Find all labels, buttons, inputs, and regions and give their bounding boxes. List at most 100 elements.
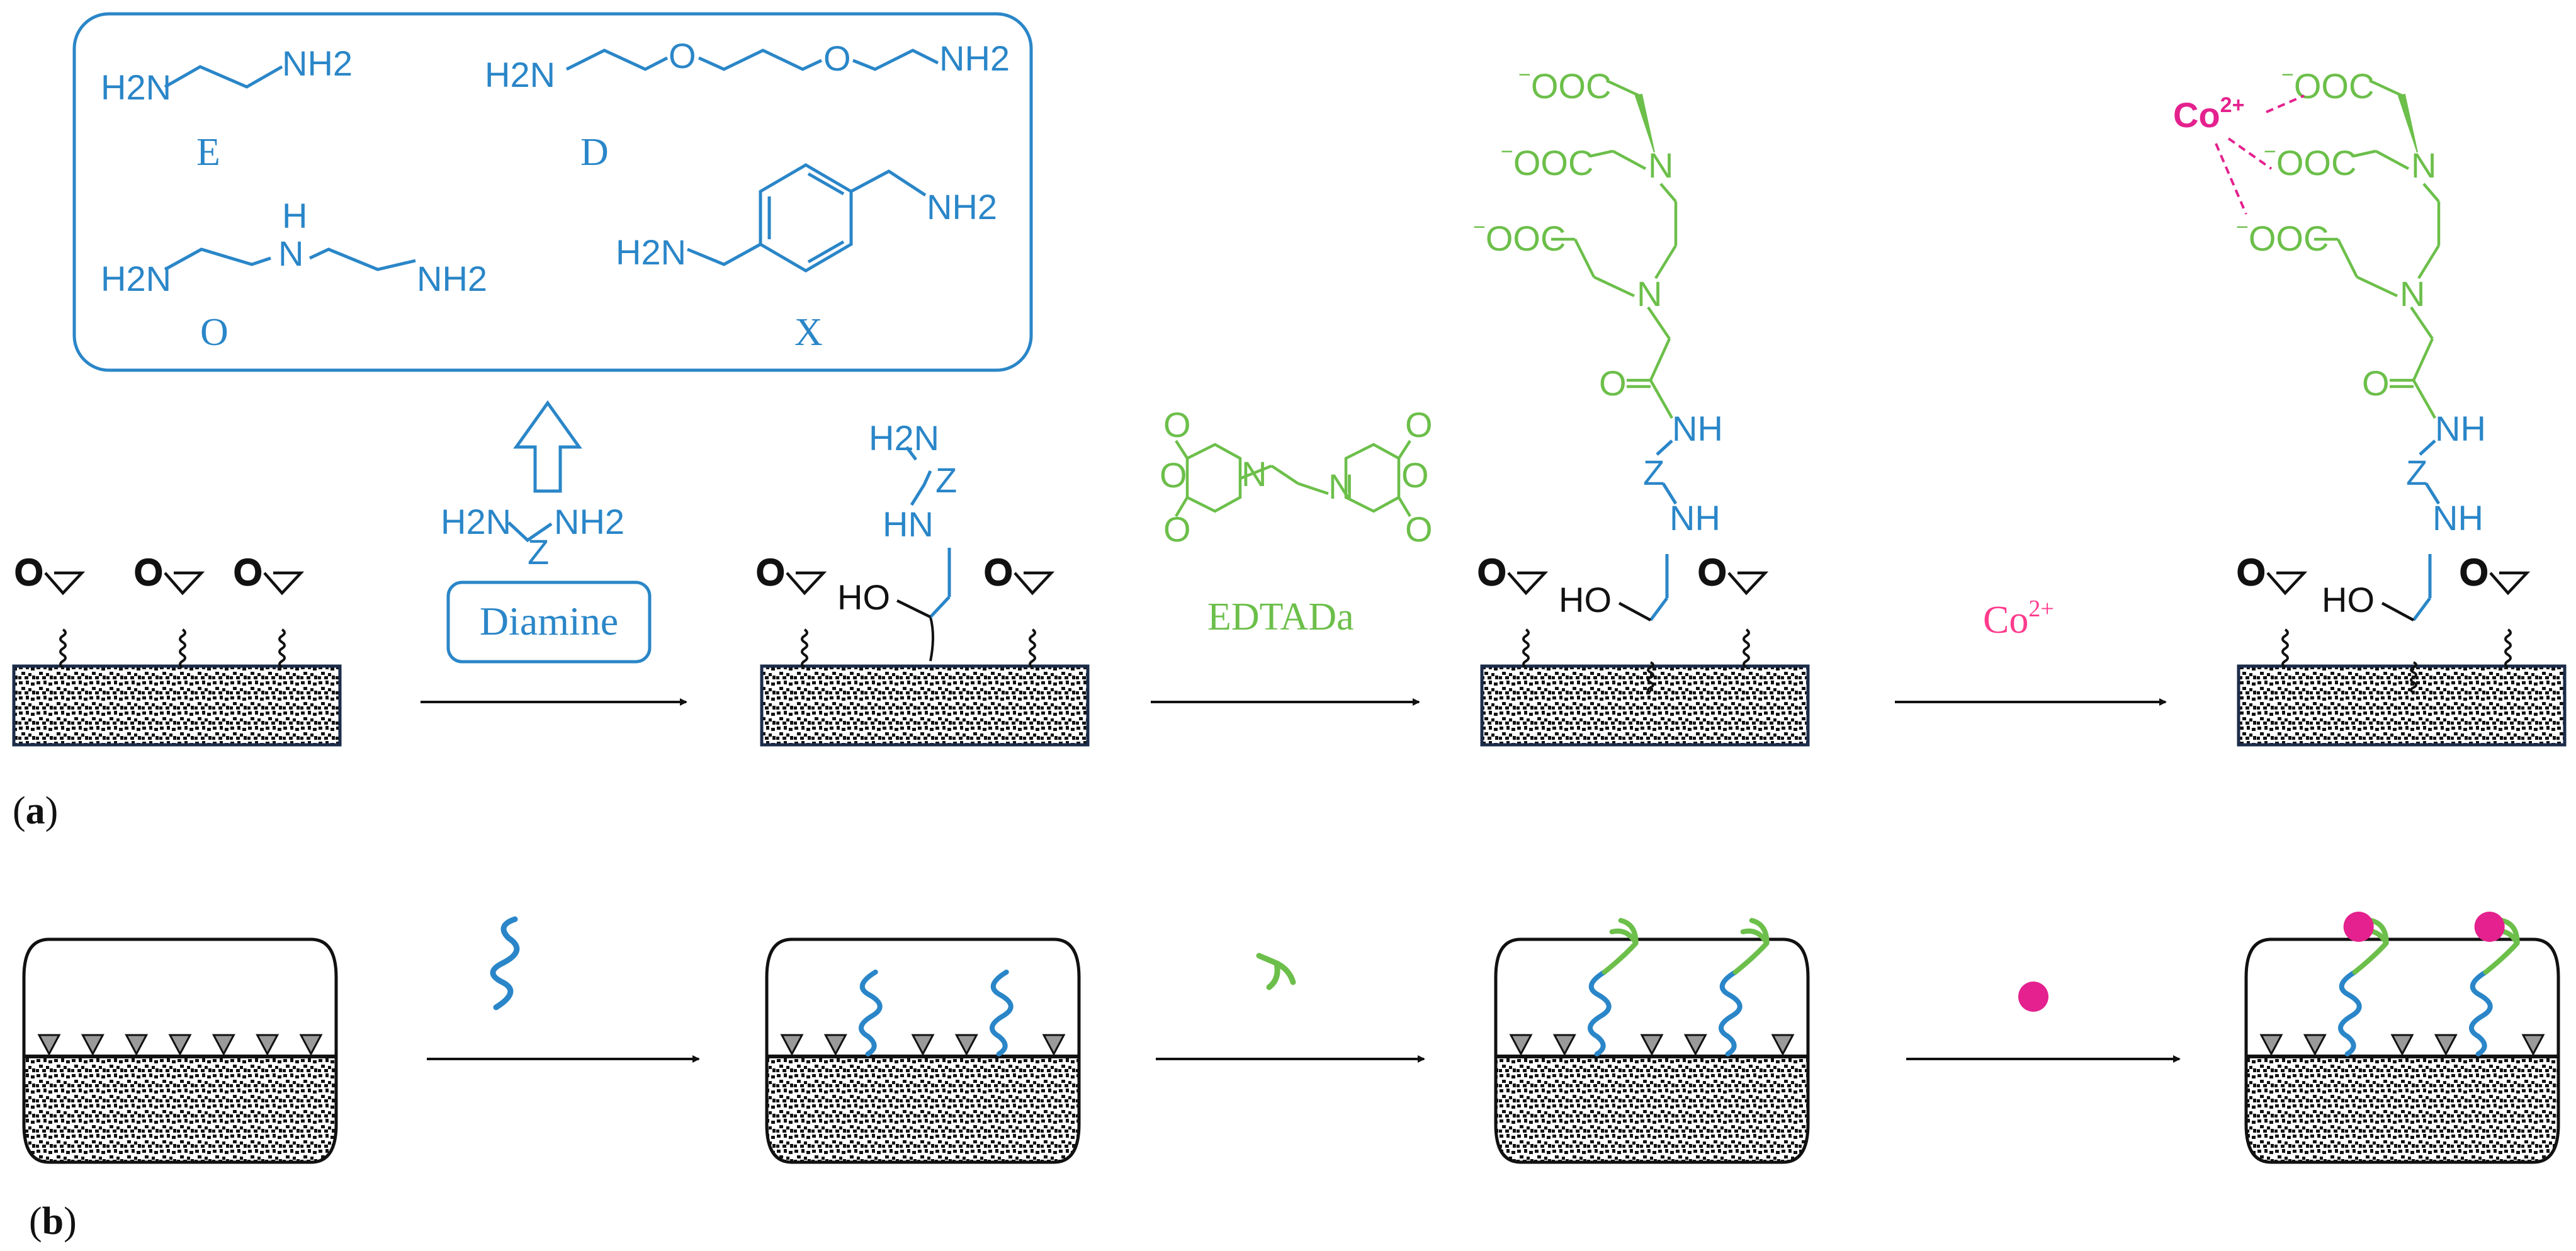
epoxide-group: O <box>2459 551 2531 669</box>
cobalt-ion-label: Co2+ <box>2173 93 2244 135</box>
spacer-chain <box>1719 970 1743 1056</box>
epoxide-group: O <box>1697 551 1769 669</box>
amide-nh: NH <box>1672 409 1723 448</box>
epoxide-site-icon <box>2303 1034 2327 1056</box>
panel-b: (b) <box>22 912 2560 1243</box>
compound-o-nh-hydrogen: H <box>282 196 307 235</box>
spacer-secondary-amine: HN <box>883 504 934 544</box>
epoxide-site-icon <box>1640 1034 1664 1056</box>
amide-nh: NH <box>2432 498 2483 538</box>
epoxide-group: O <box>14 551 86 669</box>
spacer-chain-icon <box>490 916 520 1010</box>
panel-a: H2N NH2 E H2N O O NH2 D H2N H N NH2 O <box>12 12 2567 832</box>
carboxylate: −OOC <box>2236 215 2329 258</box>
hollow-up-arrow-icon <box>513 400 582 493</box>
support-slab-3 <box>1480 664 1810 747</box>
spacer-hydroxyl: HO <box>837 577 890 617</box>
carboxylate: −OOC <box>1501 140 1593 183</box>
edtada-o2: O <box>1160 455 1187 495</box>
edta-ligand-icon <box>1256 953 1296 990</box>
support-slab-1 <box>12 664 342 747</box>
compound-d-letter: D <box>580 131 609 174</box>
epoxide-site-icon <box>780 1034 804 1056</box>
bead-support <box>2246 1056 2558 1162</box>
epoxide-site-icon <box>2390 1034 2414 1056</box>
amine-spacer-structure: H2N Z HN HO <box>837 418 957 662</box>
bead-outline <box>2244 937 2560 1164</box>
diamine-structures-box: H2N NH2 E H2N O O NH2 D H2N H N NH2 O <box>72 12 1033 372</box>
epoxide-oxygen: O <box>1698 552 1726 592</box>
cobalt-reagent-label: Co2+ <box>1983 596 2054 642</box>
epoxide-site-icon <box>823 1034 847 1056</box>
epoxide-site-icon <box>212 1034 235 1056</box>
epoxide-oxygen: O <box>2460 552 2488 592</box>
epoxide-site-icon <box>81 1034 105 1056</box>
epoxide-site-icon <box>2521 1034 2545 1056</box>
edtada-o3: O <box>1163 509 1191 549</box>
compound-e-right-amine: NH2 <box>282 43 353 83</box>
tertiary-n: N <box>2400 274 2425 314</box>
edta-ligand <box>1732 918 1770 975</box>
compound-e-left-amine: H2N <box>101 67 171 107</box>
amide-nh: NH <box>2435 409 2486 448</box>
spacer-chain <box>1588 970 1612 1056</box>
epoxide-site-icon <box>125 1034 149 1056</box>
compound-x <box>687 163 927 273</box>
panel-a-label: (a) <box>13 790 58 832</box>
diamine-reagent: H2N Z NH2 Diamine <box>441 502 652 664</box>
edtada-label: EDTADa <box>1207 596 1354 638</box>
compound-d <box>565 48 939 71</box>
edtada-o6: O <box>1405 509 1433 549</box>
carbonyl-oxygen: O <box>2362 363 2390 403</box>
diamine-label: Diamine <box>480 599 618 643</box>
spacer-chain <box>2469 970 2493 1056</box>
bead-step-1 <box>22 937 338 1164</box>
compound-x-letter: X <box>794 311 823 354</box>
compound-d-right-amine: NH2 <box>939 38 1010 78</box>
carboxylate: −OOC <box>1473 215 1566 258</box>
cobalt-coordination: Co2+ <box>2173 93 2305 215</box>
epoxide-oxygen: O <box>985 552 1012 592</box>
spacer-chain <box>2338 970 2362 1056</box>
hydroxyl: HO <box>1559 580 1612 620</box>
tertiary-n: N <box>1648 145 1673 185</box>
edta-ligand <box>1602 918 1639 975</box>
diamine-label-box <box>446 580 652 664</box>
bead-step-2 <box>765 937 1081 1164</box>
reagent-left-amine: H2N <box>441 502 511 541</box>
spacer-chain <box>859 970 883 1056</box>
carbonyl-oxygen: O <box>1599 363 1627 403</box>
compound-o-center-n: N <box>278 234 303 273</box>
epoxide-site-icon <box>1042 1034 1066 1056</box>
compound-e <box>164 65 283 89</box>
edtada-reagent <box>1175 439 1411 518</box>
epoxide-oxygen: O <box>234 552 262 592</box>
bead-support <box>1496 1056 1808 1162</box>
cobalt-ion-icon <box>2018 982 2048 1012</box>
cobalt-ion <box>2474 912 2505 942</box>
edtada-o4: O <box>1405 405 1433 444</box>
compound-x-left-amine: H2N <box>616 232 686 272</box>
epoxide-site-icon <box>1683 1034 1707 1056</box>
epoxide-site-icon <box>1552 1034 1576 1056</box>
compound-x-right-amine: NH2 <box>927 187 997 227</box>
bead-outline <box>1494 937 1810 1164</box>
epoxide-group: O <box>983 551 1055 669</box>
epoxide-site-icon <box>168 1034 192 1056</box>
spacer-chain <box>990 970 1014 1056</box>
panel-b-label: (b) <box>29 1200 77 1243</box>
support-slab-2 <box>760 664 1090 747</box>
bead-outline <box>22 937 338 1164</box>
epoxide-site-icon <box>2259 1034 2283 1056</box>
epoxide-oxygen: O <box>757 552 784 592</box>
amide-nh: NH <box>1669 498 1720 538</box>
epoxide-group: O <box>2236 551 2308 669</box>
epoxide-oxygen: O <box>2237 552 2265 592</box>
edtada-o5: O <box>1401 455 1429 495</box>
compound-o <box>164 247 416 271</box>
epoxide-site-icon <box>1509 1034 1533 1056</box>
carboxylate: −OOC <box>2264 140 2356 183</box>
